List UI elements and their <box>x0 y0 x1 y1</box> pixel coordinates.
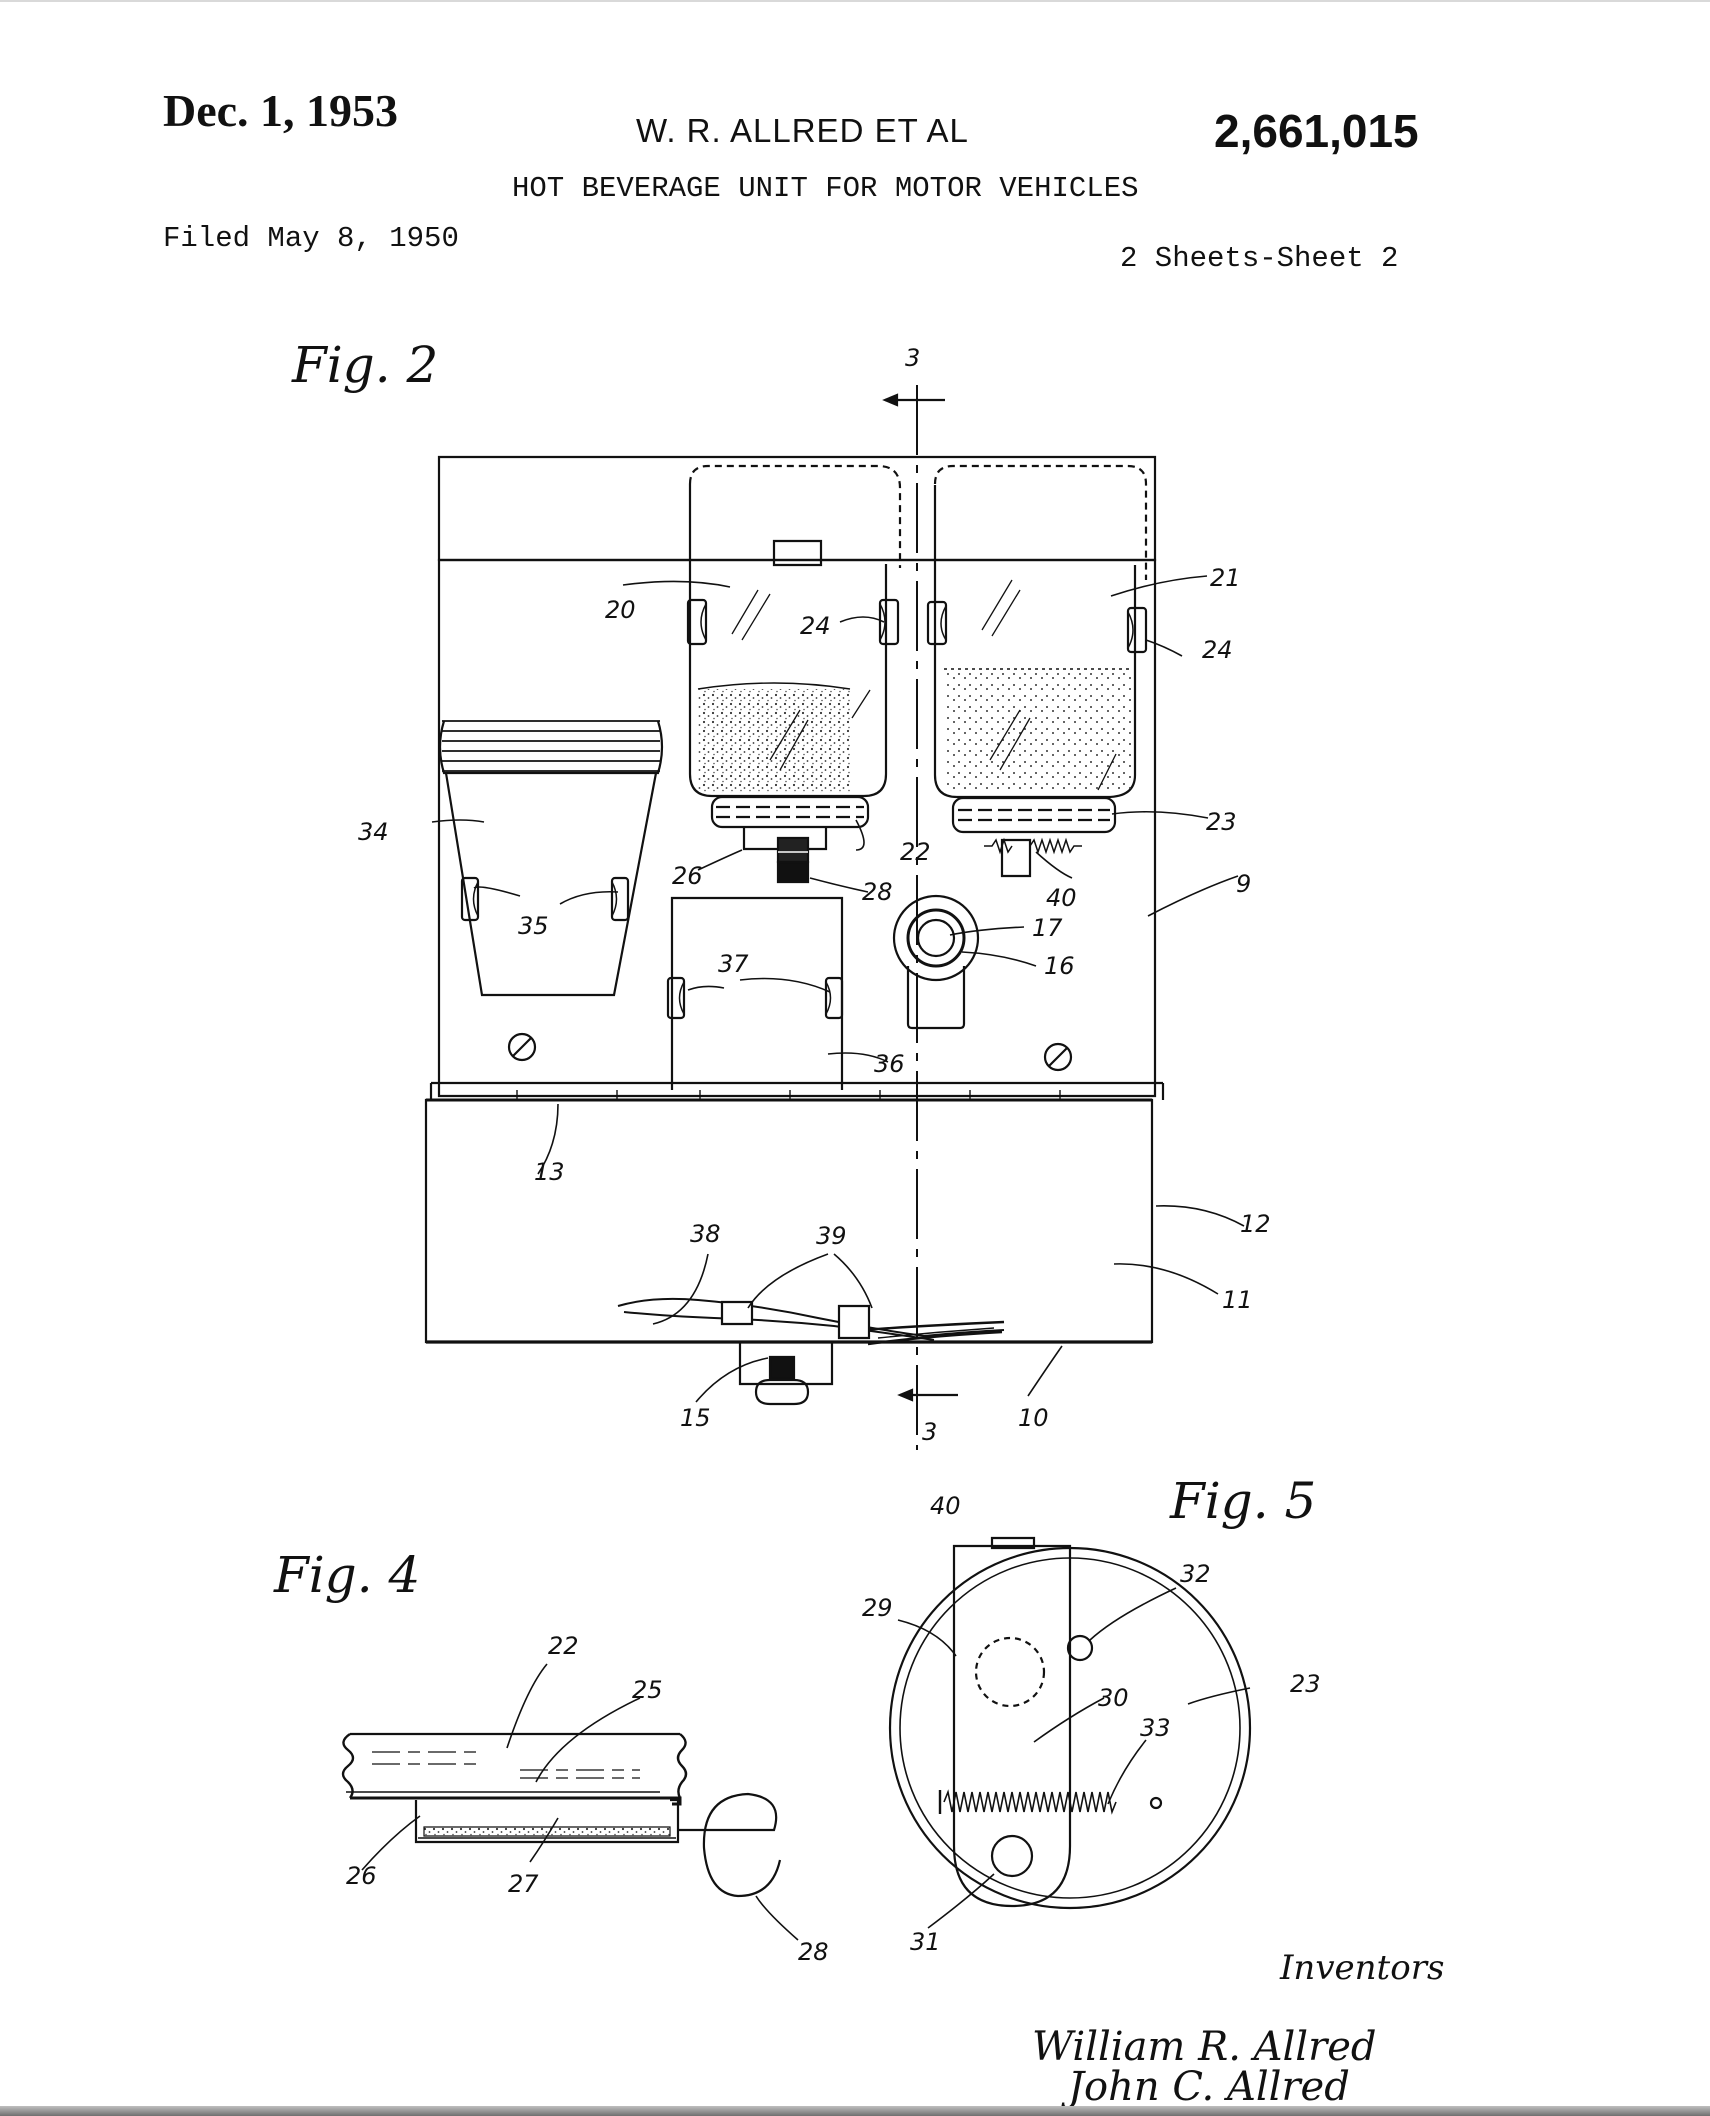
ref-12: 12 <box>1240 1210 1271 1238</box>
inventors-label: Inventors <box>1280 1948 1445 1988</box>
ref-21: 21 <box>1210 564 1241 592</box>
fig4-drawing <box>343 1664 798 1940</box>
fig5-ref-33: 33 <box>1140 1714 1171 1742</box>
fig4-ref-22: 22 <box>548 1632 579 1660</box>
fig4-ref-28: 28 <box>798 1938 829 1966</box>
ref-39: 39 <box>816 1222 847 1250</box>
ref-20: 20 <box>605 596 636 624</box>
page-top-edge <box>0 0 1710 2</box>
patent-title: HOT BEVERAGE UNIT FOR MOTOR VEHICLES <box>512 172 1139 205</box>
fig5-ref-29: 29 <box>862 1594 893 1622</box>
fig5-ref-31: 31 <box>910 1928 941 1956</box>
ref-13: 13 <box>534 1158 565 1186</box>
fig5-ref-40: 40 <box>930 1492 961 1520</box>
fig5-ref-32: 32 <box>1180 1560 1211 1588</box>
fig5-ref-30: 30 <box>1098 1684 1129 1712</box>
ref-28: 28 <box>862 878 893 906</box>
fig4-ref-25: 25 <box>632 1676 663 1704</box>
sheet-count: 2 Sheets-Sheet 2 <box>1120 242 1399 275</box>
ref-24-left: 24 <box>800 612 831 640</box>
fig4-ref-26: 26 <box>346 1862 377 1890</box>
ref-17: 17 <box>1032 914 1063 942</box>
patent-date: Dec. 1, 1953 <box>163 85 399 136</box>
ref-22: 22 <box>900 838 931 866</box>
inventor-name: W. R. ALLRED ET AL <box>636 112 969 149</box>
patent-number: 2,661,015 <box>1214 105 1419 157</box>
fig2-label: Fig. 2 <box>292 336 439 394</box>
ref-36: 36 <box>874 1050 905 1078</box>
fig4-label: Fig. 4 <box>274 1546 421 1604</box>
ref-10: 10 <box>1018 1404 1049 1432</box>
ref-9: 9 <box>1236 870 1252 898</box>
fig5-label: Fig. 5 <box>1170 1472 1317 1530</box>
fig5-drawing <box>890 1538 1250 1928</box>
fig4-ref-27: 27 <box>508 1870 539 1898</box>
ref-40: 40 <box>1046 884 1077 912</box>
section-mark-top: 3 <box>905 344 921 372</box>
page-bottom-bar <box>0 2106 1710 2116</box>
section-mark-bottom: 3 <box>922 1418 938 1446</box>
ref-35: 35 <box>518 912 549 940</box>
fig2-drawing <box>426 385 1244 1450</box>
ref-26: 26 <box>672 862 703 890</box>
signature-john: John C. Allred <box>1068 2064 1350 2110</box>
filed-date: Filed May 8, 1950 <box>163 222 459 255</box>
ref-11: 11 <box>1222 1286 1253 1314</box>
signature-william: William R. Allred <box>1032 2024 1377 2070</box>
ref-16: 16 <box>1044 952 1075 980</box>
ref-37: 37 <box>718 950 749 978</box>
ref-15: 15 <box>680 1404 711 1432</box>
ref-24-right: 24 <box>1202 636 1233 664</box>
ref-38: 38 <box>690 1220 721 1248</box>
ref-34: 34 <box>358 818 389 846</box>
ref-23: 23 <box>1206 808 1237 836</box>
fig5-ref-23: 23 <box>1290 1670 1321 1698</box>
